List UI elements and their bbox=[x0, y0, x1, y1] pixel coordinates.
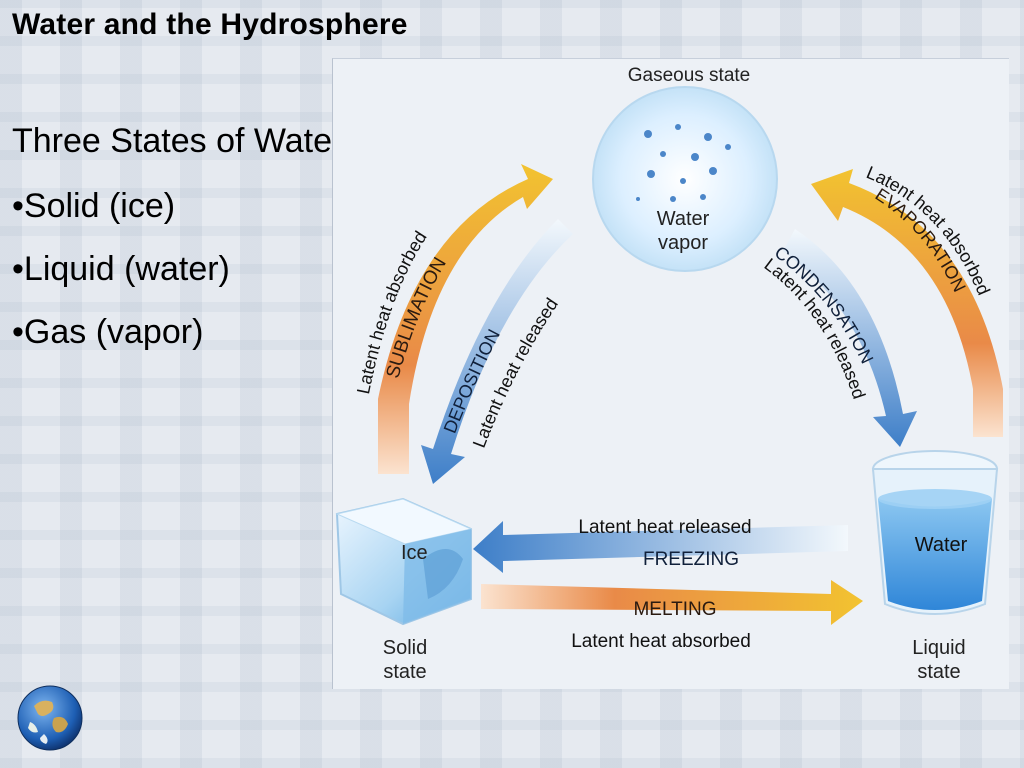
bullet-heading: Three States of Water: bbox=[12, 122, 353, 160]
freezing-label: FREEZING bbox=[643, 549, 739, 570]
diagram-canvas: Gaseous state Water vapor SUBLIMATION La… bbox=[335, 65, 1003, 683]
solid-state-label-1: Solid bbox=[383, 637, 427, 659]
water-glass-illustration bbox=[871, 450, 999, 615]
solid-state-label-2: state bbox=[383, 661, 426, 683]
slide-title: Water and the Hydrosphere bbox=[12, 8, 408, 41]
freezing-arrow bbox=[473, 521, 848, 573]
deposition-arrow bbox=[421, 219, 573, 484]
melting-arrow bbox=[481, 580, 863, 625]
liquid-state-label-2: state bbox=[917, 661, 960, 683]
gaseous-state-title: Gaseous state bbox=[628, 65, 751, 86]
earth-globe-icon bbox=[17, 685, 83, 751]
water-vapor-label-2: vapor bbox=[658, 232, 708, 254]
water-label: Water bbox=[915, 534, 968, 556]
melting-label: MELTING bbox=[633, 599, 716, 620]
condensation-arrow bbox=[783, 229, 917, 447]
vapor-molecules bbox=[636, 124, 731, 202]
freezing-note: Latent heat released bbox=[578, 517, 751, 538]
ice-cube-illustration bbox=[335, 497, 473, 626]
evaporation-arrow bbox=[811, 169, 1003, 437]
melting-note: Latent heat absorbed bbox=[571, 631, 751, 652]
liquid-state-label-1: Liquid bbox=[912, 637, 965, 659]
bullet-gas: •Gas (vapor) bbox=[12, 313, 204, 351]
bullet-liquid: •Liquid (water) bbox=[12, 250, 230, 288]
ice-label: Ice bbox=[401, 542, 428, 564]
bullet-solid: •Solid (ice) bbox=[12, 187, 176, 225]
water-vapor-label-1: Water bbox=[657, 208, 710, 230]
sublimation-arrow bbox=[378, 164, 553, 474]
water-states-diagram: Gaseous state Water vapor SUBLIMATION La… bbox=[332, 58, 1009, 689]
bullet-list: Three States of Water: •Solid (ice) •Liq… bbox=[12, 122, 353, 376]
